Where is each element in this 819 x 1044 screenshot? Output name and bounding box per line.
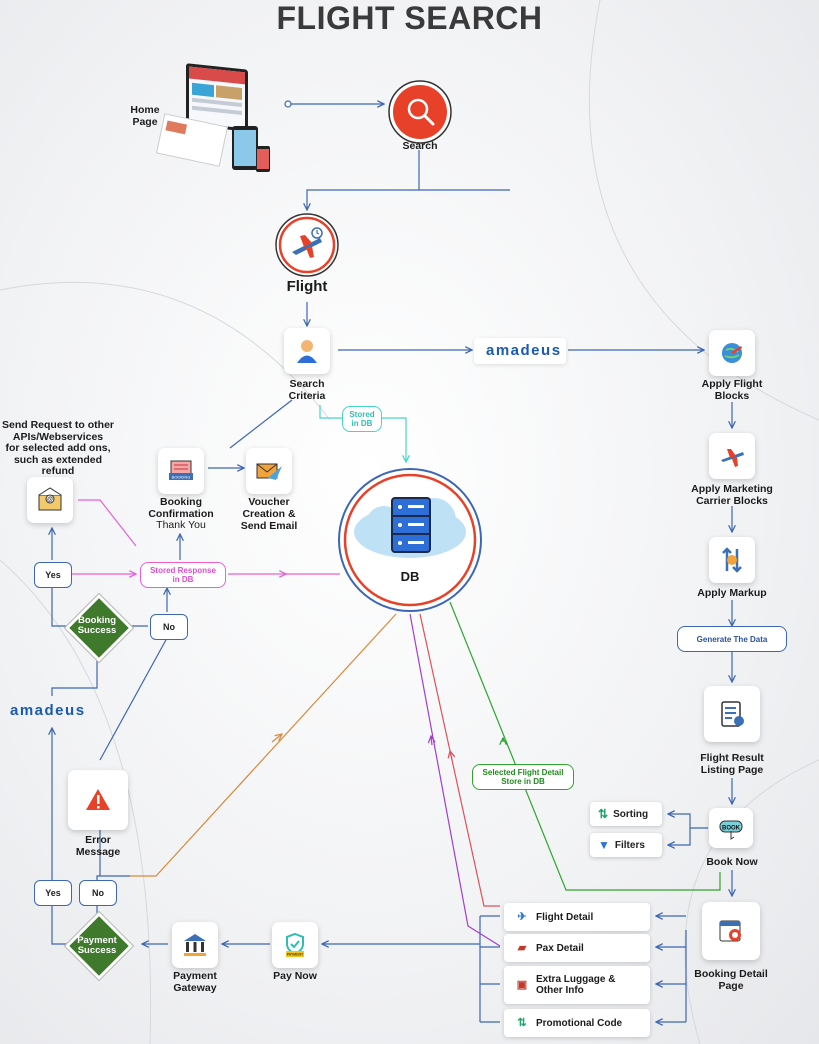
book-now-card[interactable]: BOOK: [709, 808, 753, 848]
extra-luggage-row[interactable]: ▣ Extra Luggage & Other Info: [504, 966, 650, 1004]
selected-flight-detail-pill: Selected Flight Detail Store in DB: [472, 764, 574, 790]
generate-data-pill: Generate The Data: [677, 626, 787, 652]
thank-you-label: Thank You: [156, 519, 206, 531]
error-message-label: Error Message: [75, 834, 121, 858]
apply-markup-card[interactable]: [709, 537, 755, 583]
filter-icon: ▼: [598, 838, 610, 852]
apply-markup-label: Apply Markup: [697, 587, 767, 599]
search-criteria-card[interactable]: [284, 328, 330, 374]
payment-icon: PAYMENT: [286, 932, 304, 957]
send-request-card[interactable]: @: [27, 477, 73, 523]
flight-result-label: Flight Result Listing Page: [700, 752, 764, 776]
svg-text:BOOKING: BOOKING: [172, 475, 191, 480]
search-criteria-label: Search Criteria: [288, 378, 326, 402]
search-icon[interactable]: [387, 79, 453, 145]
booking-confirmation-label: Booking Confirmation: [148, 496, 214, 520]
page-title: FLIGHT SEARCH: [276, 0, 543, 36]
book-now-label: Book Now: [706, 856, 758, 868]
search-label: Search: [402, 140, 438, 152]
flight-detail-row[interactable]: ✈ Flight Detail: [504, 903, 650, 931]
db-label: DB: [400, 569, 420, 584]
yes-top-box: Yes: [34, 562, 72, 588]
promo-icon: ⇅: [517, 1016, 527, 1029]
server-icon: [354, 497, 466, 558]
plane-small-icon: ✈: [517, 910, 527, 923]
payment-gateway-label: Payment Gateway: [173, 970, 217, 994]
error-message-card[interactable]: [68, 770, 128, 830]
voucher-label: Voucher Creation & Send Email: [240, 496, 298, 532]
promotional-code-label: Promotional Code: [536, 1017, 623, 1029]
no-bottom-box: No: [79, 880, 117, 906]
promotional-code-row[interactable]: ⇅ Promotional Code: [504, 1009, 650, 1037]
booking-success-label: Booking Success: [77, 615, 117, 636]
amadeus-logo-left: amadeus: [10, 702, 86, 719]
warning-icon: [86, 789, 110, 810]
book-icon: BOOK: [719, 820, 743, 840]
booking-detail-page-label: Booking Detail Page: [694, 968, 768, 992]
payment-success-label: Payment Success: [77, 935, 117, 956]
email-icon: [256, 463, 282, 480]
extra-luggage-label: Extra Luggage & Other Info: [536, 974, 616, 996]
pay-now-label: Pay Now: [273, 970, 317, 982]
svg-text:@: @: [47, 497, 53, 503]
booking-confirmation-card[interactable]: BOOKING: [158, 448, 204, 494]
sorting-button[interactable]: ⇅ Sorting: [590, 802, 662, 826]
flight-icon[interactable]: [274, 212, 340, 278]
filters-button[interactable]: ▼ Filters: [590, 833, 662, 857]
bank-icon: [184, 934, 206, 956]
amadeus-box: [474, 338, 566, 364]
envelope-icon: @: [38, 487, 62, 511]
no-top-box: No: [150, 614, 188, 640]
home-page-label: Home Page: [130, 104, 160, 128]
flight-result-card[interactable]: [704, 686, 760, 742]
svg-text:BOOK: BOOK: [722, 826, 741, 832]
svg-text:PAYMENT: PAYMENT: [287, 953, 304, 957]
globe-plane-icon: [722, 343, 742, 363]
apply-flight-blocks-card[interactable]: [709, 330, 755, 376]
booking-detail-page-card[interactable]: [702, 902, 760, 960]
booking-icon: BOOKING: [169, 460, 193, 480]
plane-icon: [721, 449, 744, 467]
apply-marketing-label: Apply Marketing Carrier Blocks: [691, 483, 773, 507]
stored-response-pill: Stored Response in DB: [140, 562, 226, 588]
db-node[interactable]: [336, 466, 484, 614]
detail-page-icon: [719, 920, 741, 942]
flight-label: Flight: [286, 278, 328, 295]
pax-detail-row[interactable]: ▰ Pax Detail: [504, 934, 650, 962]
seat-icon: ▰: [517, 941, 527, 954]
send-request-label: Send Request to other APIs/Webservices f…: [1, 419, 114, 477]
markup-icon: [722, 547, 742, 573]
amadeus-logo-top: amadeus: [486, 342, 562, 359]
flight-detail-label: Flight Detail: [536, 911, 594, 923]
apply-flight-blocks-label: Apply Flight Blocks: [701, 378, 763, 402]
user-icon: [297, 340, 317, 363]
sort-icon: ⇅: [598, 807, 609, 821]
voucher-card[interactable]: [246, 448, 292, 494]
yes-bottom-box: Yes: [34, 880, 72, 906]
luggage-icon: ▣: [516, 978, 528, 991]
pax-detail-label: Pax Detail: [536, 942, 584, 954]
sorting-label: Sorting: [613, 808, 649, 820]
listing-icon: [721, 701, 744, 727]
pay-now-card[interactable]: PAYMENT: [272, 922, 318, 968]
stored-in-db-pill: Stored in DB: [342, 406, 382, 432]
apply-marketing-card[interactable]: [709, 433, 755, 479]
home-page-devices-icon: [156, 63, 270, 172]
payment-gateway-card[interactable]: [172, 922, 218, 968]
filters-label: Filters: [614, 839, 645, 851]
